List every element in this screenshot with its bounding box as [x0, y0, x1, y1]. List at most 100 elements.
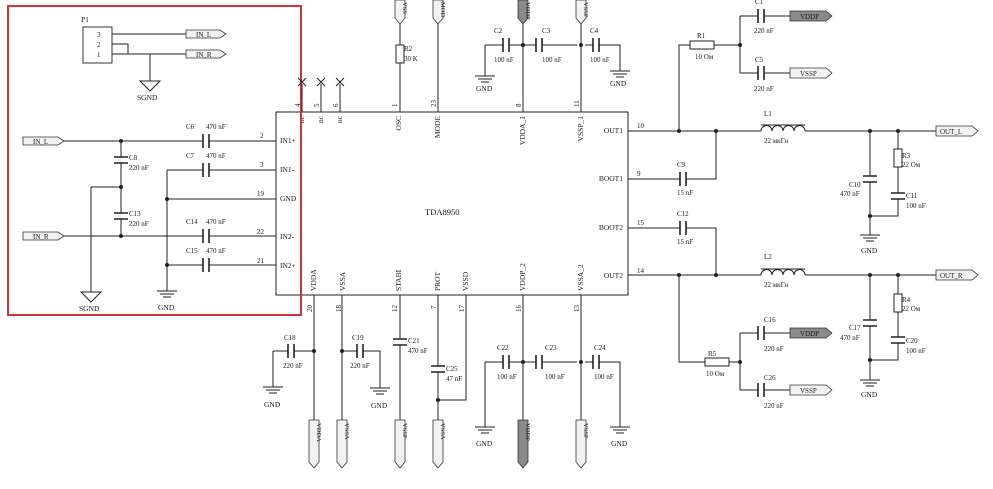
cap-c2[interactable]	[502, 38, 510, 52]
net-label-in-r: IN_R	[196, 51, 212, 59]
c1-value: 220 nF	[754, 27, 774, 35]
pin-name: OUT2	[604, 271, 623, 280]
cap-c3[interactable]	[535, 38, 543, 52]
pin-number: 1	[391, 103, 399, 107]
cap-c7[interactable]	[202, 163, 210, 177]
resistor-r1[interactable]	[689, 40, 715, 50]
r1-value: 10 Ом	[695, 53, 714, 61]
net-flag-out-l	[935, 125, 979, 137]
wire-boot1	[628, 131, 717, 180]
wire-r5	[678, 275, 740, 363]
c20-value: 100 nF	[906, 347, 926, 355]
resistor-r2[interactable]	[395, 44, 405, 64]
ground-symbol-gnd-c24	[610, 426, 630, 434]
pin-name: nc	[335, 115, 344, 123]
input-section-highlight	[7, 5, 302, 316]
cap-c23[interactable]	[535, 355, 543, 369]
connector-p1[interactable]: P1 3 2 1	[81, 15, 113, 64]
cap-c13[interactable]	[114, 212, 128, 220]
r3-ref: R3	[902, 152, 911, 160]
inductor-l1[interactable]	[760, 124, 806, 132]
ic-top-pin-numbers: 4 5 6 1 23 8 11	[294, 100, 581, 108]
c24-ref: C24	[594, 344, 606, 352]
cap-c18[interactable]	[287, 344, 295, 358]
cap-c19[interactable]	[356, 344, 364, 358]
net-label-vssp-r1: VSSP	[800, 70, 817, 78]
r3-value: 22 Ом	[902, 161, 921, 169]
c16-ref: C16	[764, 316, 776, 324]
c22-value: 100 nF	[497, 373, 517, 381]
cap-c9[interactable]	[679, 172, 687, 186]
net-label-in-l-2: IN_L	[33, 138, 48, 146]
pin-number: 21	[257, 257, 265, 265]
cap-c11[interactable]	[891, 192, 905, 200]
pin-number: 20	[306, 305, 314, 313]
cap-c6[interactable]	[202, 134, 210, 148]
c19-value: 220 nF	[350, 362, 370, 370]
resistor-r3[interactable]	[893, 148, 903, 168]
ground-symbol-gnd-c22	[475, 426, 495, 434]
cap-c10[interactable]	[863, 175, 877, 183]
sgnd-label: SGND	[137, 93, 158, 102]
ground-symbol-gnd-out-r	[860, 379, 880, 387]
cap-c26[interactable]	[757, 383, 765, 397]
pin-number: 6	[332, 103, 340, 107]
resistor-r5[interactable]	[704, 357, 730, 367]
cap-c12[interactable]	[679, 221, 687, 235]
pin-name: OUT1	[604, 126, 623, 135]
c7-ref: C7	[186, 152, 195, 160]
cap-c15[interactable]	[202, 258, 210, 272]
p1-wires	[112, 33, 186, 81]
ic-tda8950[interactable]: TDA8950	[275, 111, 629, 296]
net-label-vssp-top: VSSP	[582, 2, 589, 18]
wire-c18	[272, 350, 314, 387]
net-label-out-r: OUT_R	[940, 272, 963, 280]
net-flag-vddp-bottom	[517, 419, 529, 469]
net-label-in-r-2: IN_R	[33, 233, 49, 241]
pin-number: 23	[430, 100, 438, 108]
c3-ref: C3	[542, 27, 551, 35]
cap-c25[interactable]	[431, 365, 445, 373]
pin-number: 2	[260, 132, 264, 140]
wire-out-r-filter	[869, 275, 899, 380]
r2-value: 30 K	[404, 55, 418, 63]
gnd-label-in: GND	[158, 303, 175, 312]
c14-ref: C14	[186, 218, 198, 226]
pin-number: 7	[430, 305, 438, 309]
cap-c20[interactable]	[891, 336, 905, 344]
p1-pin: 2	[97, 41, 101, 49]
cap-c16[interactable]	[757, 326, 765, 340]
net-flag-vssa	[336, 419, 348, 469]
cap-c21[interactable]	[393, 338, 407, 346]
pin-number: 4	[294, 103, 302, 107]
inductor-l2[interactable]	[760, 268, 806, 276]
r4-value: 22 Ом	[902, 305, 921, 313]
pin-name: IN2+	[280, 261, 296, 270]
c13-ref: C13	[129, 210, 141, 218]
cap-c4[interactable]	[592, 38, 600, 52]
net-flag-vssp-top	[575, 0, 587, 25]
pin-name: nc	[316, 115, 325, 123]
ic-bottom-pin-numbers: 20 18 12 7 17 16 13	[306, 305, 581, 313]
wire-decoupling-bottom	[484, 361, 621, 427]
c23-ref: C23	[545, 344, 557, 352]
gnd-label-c24: GND	[611, 439, 628, 448]
net-label-vddp-top: VDDP	[524, 2, 531, 20]
c3-value: 100 nF	[542, 56, 562, 64]
net-label-vssa-prot: VSSA	[439, 423, 446, 440]
cap-c1[interactable]	[757, 9, 765, 23]
gnd-label-c18: GND	[264, 400, 281, 409]
c25-value: 47 nF	[446, 375, 462, 383]
cap-c8[interactable]	[114, 156, 128, 164]
cap-c17[interactable]	[863, 319, 877, 327]
cap-c22[interactable]	[502, 355, 510, 369]
net-flag-vssp-stabi	[394, 419, 406, 469]
c9-value: 15 nF	[677, 189, 693, 197]
cap-c14[interactable]	[202, 229, 210, 243]
cap-c5[interactable]	[757, 66, 765, 80]
net-label-vdda: VDDA	[315, 423, 322, 442]
resistor-r4[interactable]	[893, 293, 903, 313]
cap-c24[interactable]	[592, 355, 600, 369]
c15-value: 470 nF	[206, 247, 226, 255]
